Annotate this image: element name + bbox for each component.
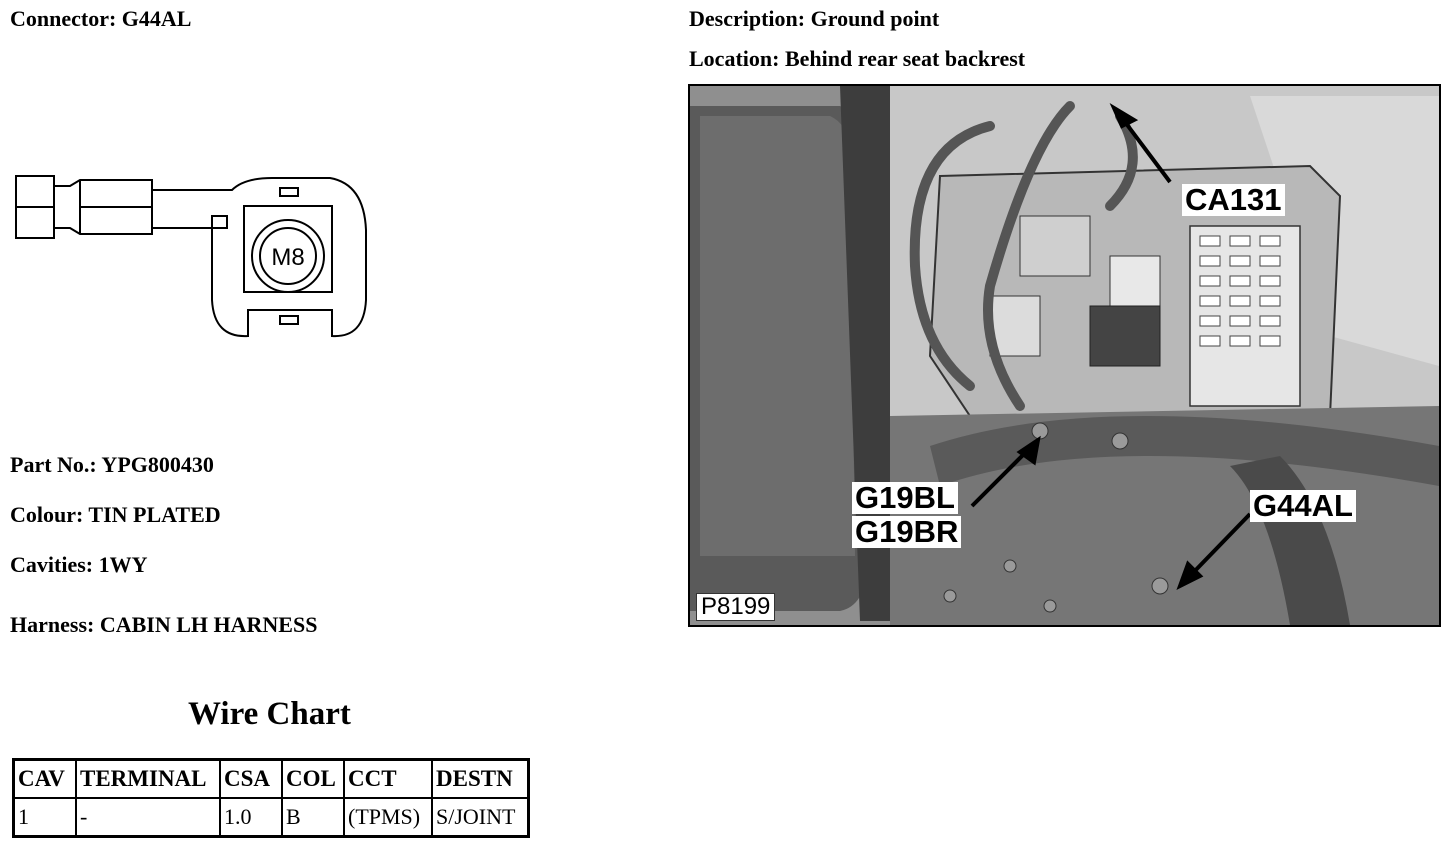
colour-label: Colour: TIN PLATED — [10, 502, 221, 527]
cell-csa: 1.0 — [219, 797, 283, 838]
location-label: Location: Behind rear seat backrest — [689, 46, 1026, 71]
cell-cav: 1 — [12, 797, 77, 838]
wire-chart-title: Wire Chart — [188, 696, 351, 732]
header-csa: CSA — [219, 758, 283, 799]
callout-ca131: CA131 — [1182, 184, 1285, 216]
location-photo: CA131 G19BL G19BR G44AL P8199 — [688, 84, 1441, 627]
cell-terminal: - — [75, 797, 221, 838]
wire-chart: CAV TERMINAL CSA COL CCT DESTN 1 - 1.0 B… — [12, 758, 530, 838]
header-cav: CAV — [12, 758, 77, 799]
terminal-size-text: M8 — [271, 244, 304, 271]
callout-g19br: G19BR — [852, 516, 962, 548]
cell-destn: S/JOINT — [431, 797, 530, 838]
connector-label: Connector: G44AL — [10, 6, 192, 31]
header-terminal: TERMINAL — [75, 758, 221, 799]
wire-chart-header-row: CAV TERMINAL CSA COL CCT DESTN — [12, 758, 530, 799]
cavities-label: Cavities: 1WY — [10, 552, 148, 577]
header-cct: CCT — [343, 758, 433, 799]
cell-col: B — [281, 797, 345, 838]
figure-id: P8199 — [696, 593, 776, 621]
callout-g44al: G44AL — [1250, 490, 1356, 522]
table-row: 1 - 1.0 B (TPMS) S/JOINT — [12, 797, 530, 838]
header-col: COL — [281, 758, 345, 799]
wire-chart-table: CAV TERMINAL CSA COL CCT DESTN 1 - 1.0 B… — [12, 758, 530, 838]
cell-cct: (TPMS) — [343, 797, 433, 838]
part-number: Part No.: YPG800430 — [10, 452, 214, 477]
header-destn: DESTN — [431, 758, 530, 799]
callout-g19bl: G19BL — [852, 482, 958, 514]
harness-label: Harness: CABIN LH HARNESS — [10, 612, 318, 637]
connector-diagram: M8 — [12, 170, 382, 350]
description-label: Description: Ground point — [689, 6, 940, 31]
